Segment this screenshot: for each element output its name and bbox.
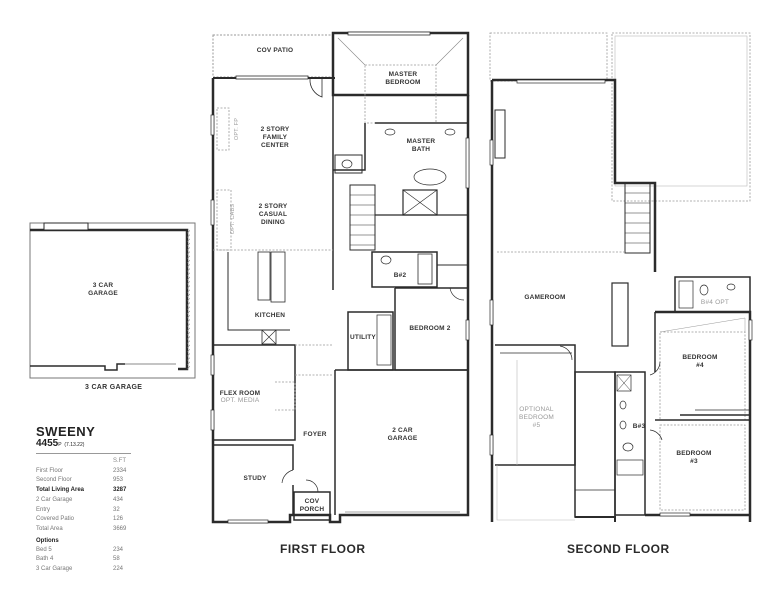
room-label-opt-fp: OPT. FP [234,117,240,141]
room-label-cov-porch: COV PORCH [299,498,325,513]
area-value: 126 [113,516,124,523]
room-label-study: STUDY [243,475,267,482]
option-label: Bed 5 [36,546,52,553]
room-label-master-bedroom: MASTER BEDROOM [385,71,421,86]
area-value: 2334 [113,467,127,474]
options-header: Options [36,537,59,544]
room-label-foyer: FOYER [303,431,327,438]
area-row-first-floor: First Floor 2334 [36,467,176,477]
area-value: 953 [113,477,124,484]
area-row-total-living: Total Living Area 3287 [36,486,176,496]
area-row-total-area: Total Area 3669 [36,525,176,535]
room-label-optional-bedroom-5: OPTIONAL BEDROOM #5 [519,406,554,429]
plan-info-panel: SWEENY 4455P (7.13.22) S.FT First Floor … [36,425,176,575]
second-floor-walls [489,32,753,522]
area-row-entry: Entry 32 [36,506,176,516]
area-row-second-floor: Second Floor 953 [36,476,176,486]
plan-number: 4455P (7.13.22) [36,438,176,451]
room-label-kitchen: KITCHEN [254,312,286,319]
room-label-flex-room: FLEX ROOM [219,390,261,397]
area-value: 32 [113,506,120,513]
area-row-2-car-garage: 2 Car Garage 434 [36,496,176,506]
area-value: 3287 [113,487,127,494]
first-floor-walls [210,31,470,524]
option-row-3-car-garage: 3 Car Garage 224 [36,565,176,575]
area-value: 434 [113,496,124,503]
area-label: Total Living Area [36,487,85,494]
area-row-covered-patio: Covered Patio 126 [36,515,176,525]
area-label: Entry [36,506,51,513]
room-label-bedroom-4: BEDROOM #4 [682,354,718,369]
room-label-casual-dining: 2 STORY CASUAL DINING [258,203,288,226]
area-table-header: S.FT [36,457,176,467]
option-value: 224 [113,566,124,573]
room-label-bath-2: B#2 [393,272,407,279]
room-label-gameroom: GAMEROOM [524,294,566,301]
room-label-family-center: 2 STORY FAMILY CENTER [260,126,290,149]
option-garage-outline [29,222,196,379]
room-label-bedroom-3: BEDROOM #3 [676,450,712,465]
area-label: Second Floor [36,477,72,484]
area-label: Covered Patio [36,516,75,523]
divider [36,453,131,454]
option-value: 58 [113,556,120,563]
option-row-bath-4: Bath 4 58 [36,555,176,565]
room-label-cov-patio: COV PATIO [256,47,294,54]
area-label: First Floor [36,467,63,474]
area-label: Total Area [36,525,63,532]
room-label-3-car-garage: 3 CAR GARAGE [88,282,118,297]
option-value: 234 [113,546,124,553]
area-value: 3669 [113,525,127,532]
room-label-bedroom-2: BEDROOM 2 [409,325,451,332]
room-label-bath-3: B#3 [632,423,646,430]
room-label-opt-cabs: OPT. CABS [230,203,236,235]
plan-revision: (7.13.22) [64,442,85,448]
room-label-2-car-garage: 2 CAR GARAGE [387,427,418,442]
plan-name: SWEENY [36,424,96,439]
option-garage-caption: 3 CAR GARAGE [85,384,143,391]
room-label-bath-4-opt: B#4 OPT [700,299,730,306]
option-row-bed-5: Bed 5 234 [36,546,176,556]
second-floor-title: SECOND FLOOR [567,542,670,556]
plan-number-value: 4455 [36,438,59,449]
unit-header: S.FT [113,458,126,464]
room-label-master-bath: MASTER BATH [406,138,436,153]
option-label: 3 Car Garage [36,566,73,573]
room-label-flex-room-sub: OPT. MEDIA [220,397,260,404]
first-floor-title: FIRST FLOOR [280,542,366,556]
plan-number-suffix: P [58,442,62,448]
area-label: 2 Car Garage [36,496,73,503]
option-label: Bath 4 [36,556,54,563]
room-label-utility: UTILITY [350,334,376,341]
